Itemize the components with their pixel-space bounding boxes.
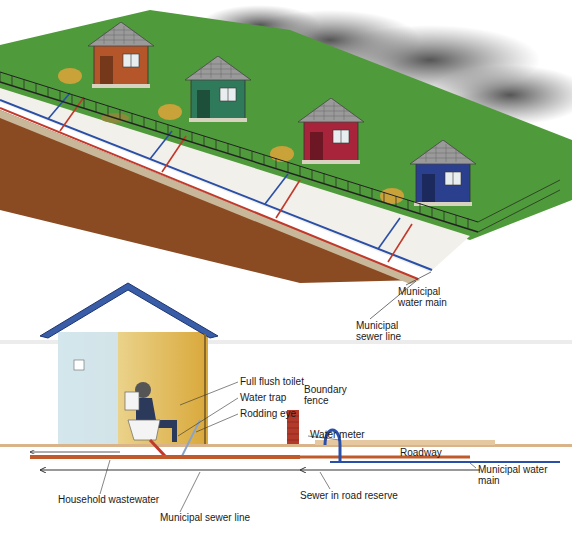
part-label: Boundary fence [304, 384, 364, 406]
part-label: Municipal water main [398, 286, 466, 308]
part-label: Rodding eye [240, 408, 296, 419]
part-label: Roadway [400, 447, 442, 458]
part-label: Household wastewater [58, 494, 159, 505]
part-label: Municipal sewer line [160, 512, 250, 523]
part-label: Sewer in road reserve [300, 490, 398, 501]
part-label: Full flush toilet [240, 376, 304, 387]
part-label: Water trap [240, 392, 286, 403]
part-label: Municipal water main [478, 464, 558, 486]
part-label: Municipal sewer line [356, 320, 424, 342]
part-label: Water meter [310, 429, 365, 440]
